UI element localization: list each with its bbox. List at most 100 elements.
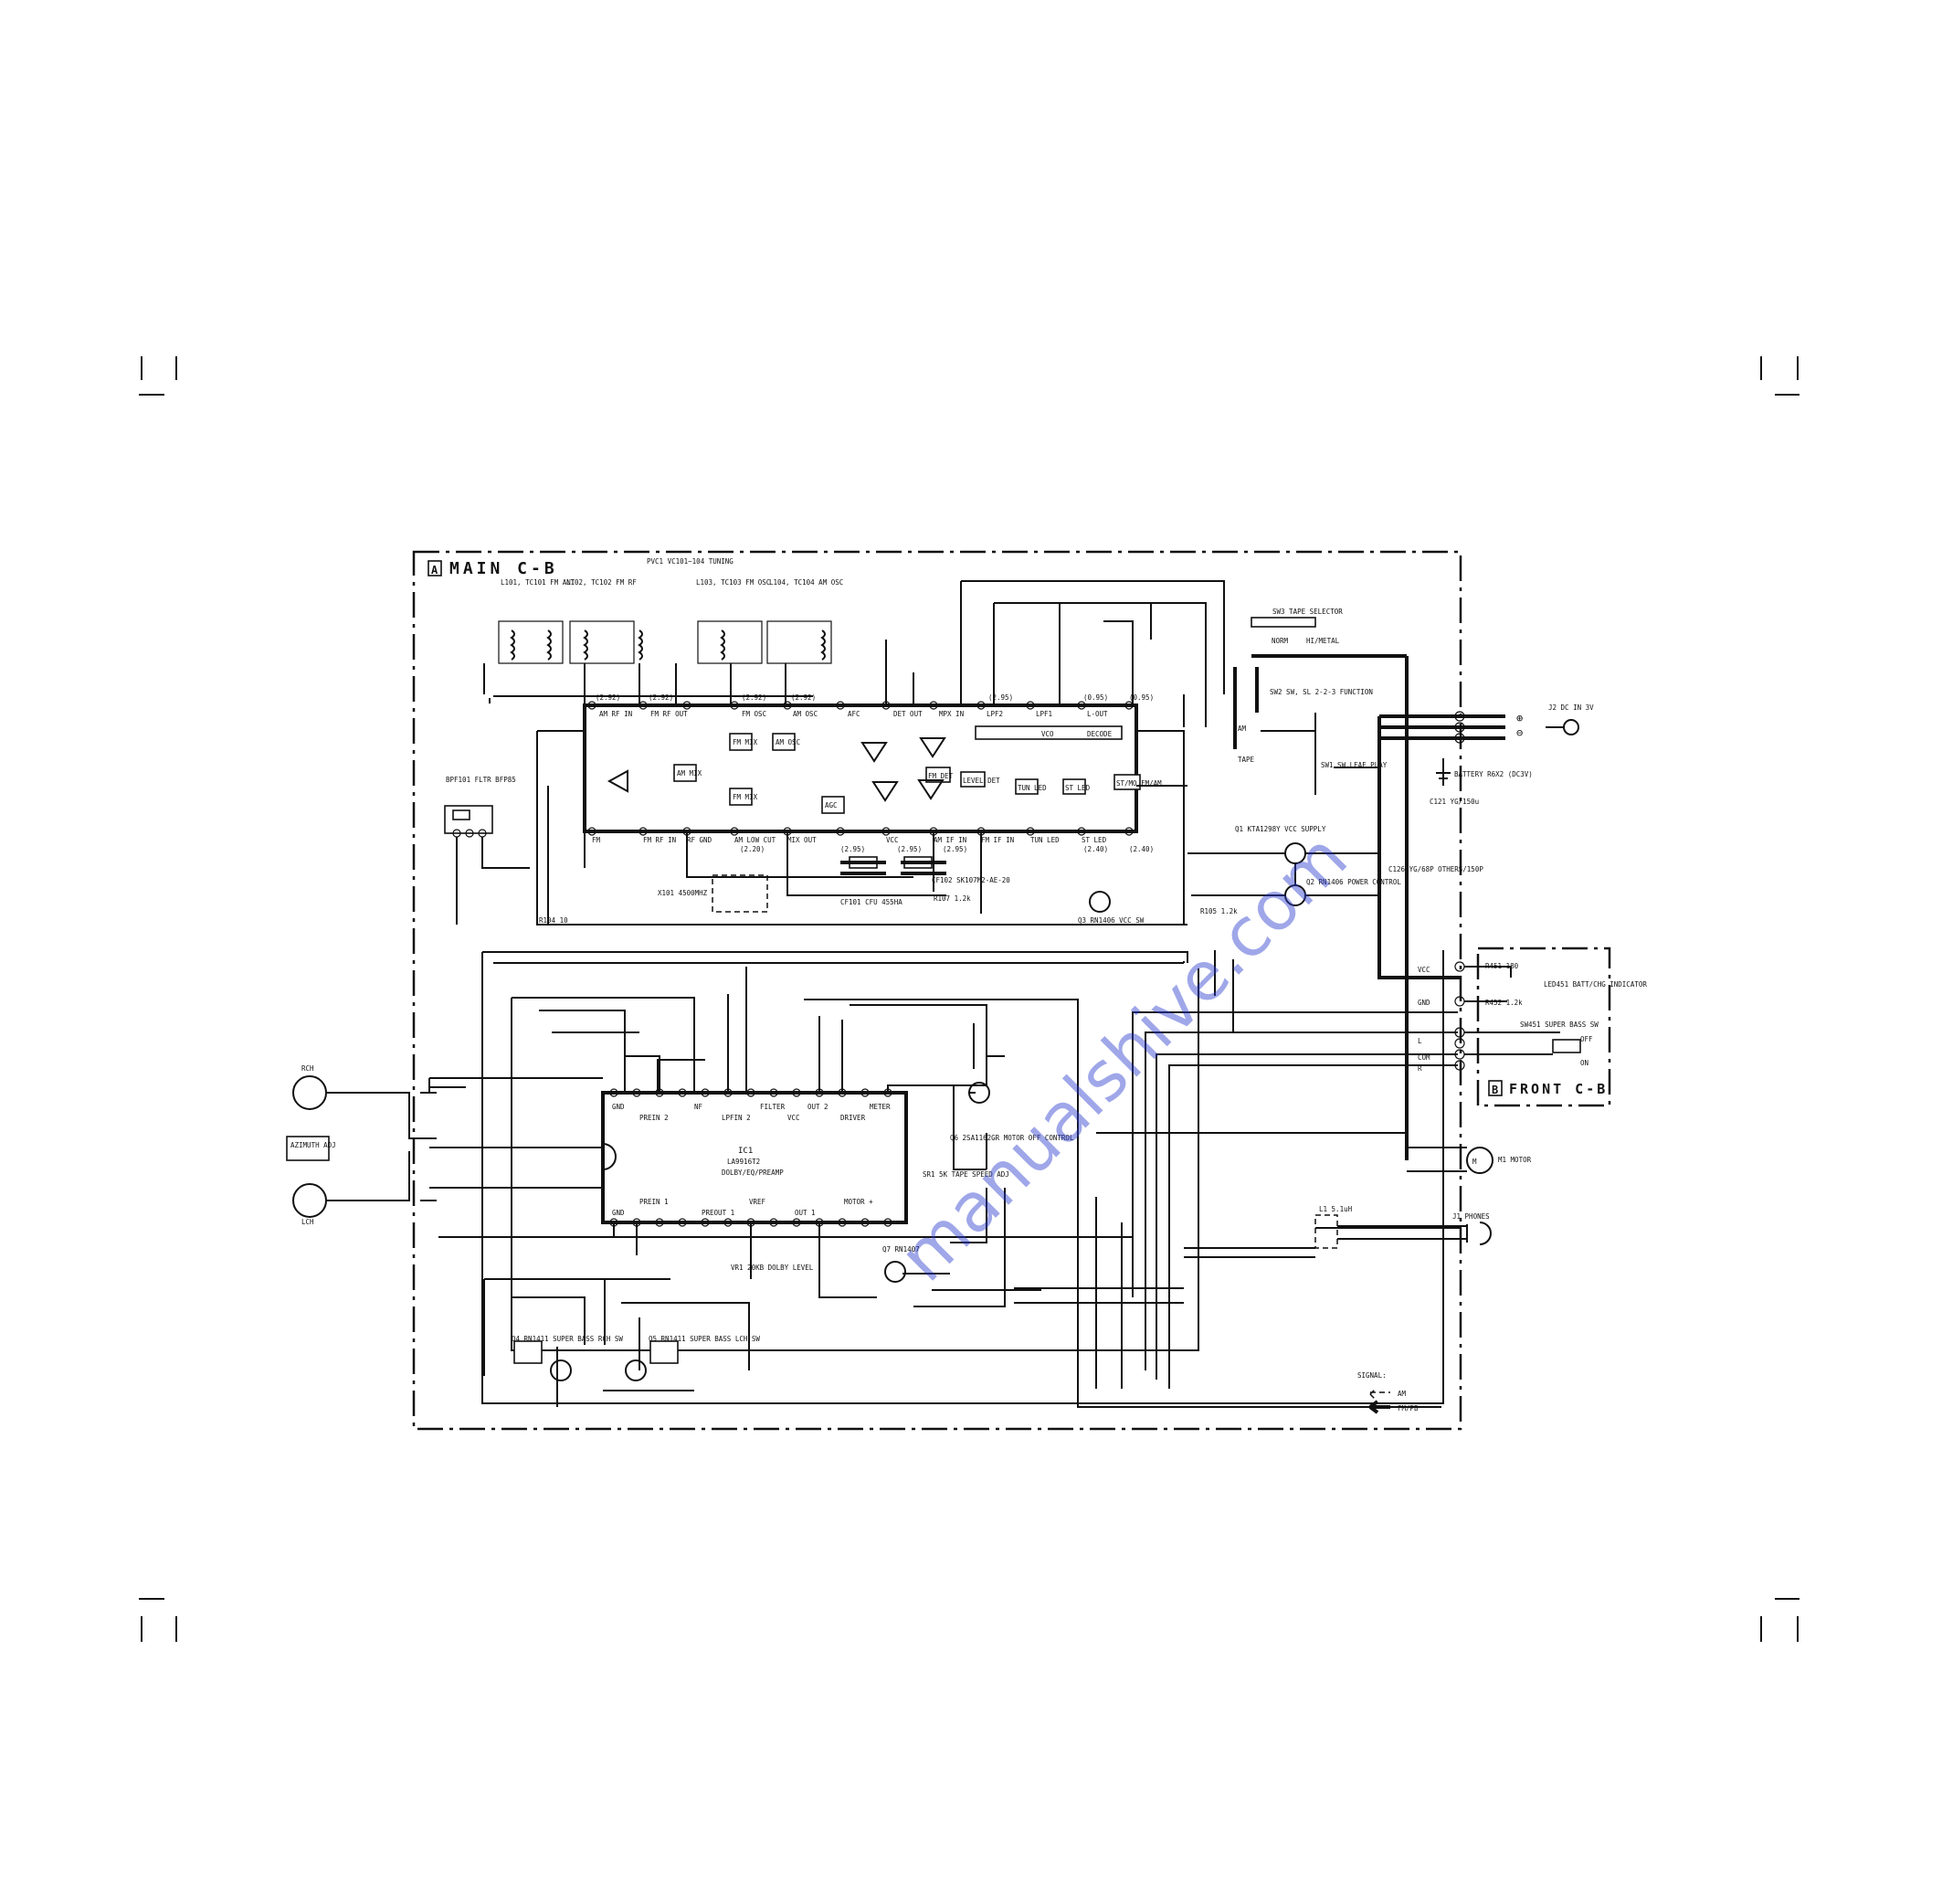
front-board-letter-box xyxy=(1488,1080,1503,1096)
ic101-volt-b2: (2.95) xyxy=(840,845,865,853)
blk-agc: AGC xyxy=(825,801,838,809)
ic101-pin-am-low-cut: AM LOW CUT xyxy=(734,836,776,844)
bpf101-label: BPF101 FLTR BFP85 xyxy=(446,776,516,784)
q4-label: Q4 RN1411 SUPER BASS RCH SW xyxy=(512,1335,623,1343)
x101-label: X101 4500MHZ xyxy=(658,889,708,897)
if-filters: CF101 CFU 455HA CF102 SK107M2-AE-20 X101… xyxy=(658,856,1010,913)
tuning-section: PVC1 VC101~104 TUNING L101, TC101 FM ANT… xyxy=(483,557,843,703)
front-pin-gnd: GND xyxy=(1418,999,1430,1007)
q3-label: Q3 RN1406 VCC SW xyxy=(1078,916,1145,925)
ic101-pin-fm: FM xyxy=(592,836,601,844)
blk-fm-mix-2: FM MIX xyxy=(733,793,758,801)
sw451-on: ON xyxy=(1580,1059,1588,1067)
ic1-amp-ic: IC1 LA9916T2 DOLBY/EQ/PREAMP GND PREIN 2… xyxy=(601,1088,908,1227)
main-board-frame xyxy=(412,550,1462,1431)
ic101-pin-st-led: ST LED xyxy=(1082,836,1107,844)
front-board-title: FRONT C-B xyxy=(1509,1081,1608,1097)
front-board-letter: B xyxy=(1492,1084,1498,1096)
ic101-pin-fm-if-in: FM IF IN xyxy=(981,836,1014,844)
ic101-pin-tun-led: TUN LED xyxy=(1030,836,1060,844)
azimuth-label: AZIMUTH ADJ xyxy=(290,1141,336,1149)
power-input: ⊕ ⊖ J2 DC IN 3V BATTERY R6X2 (DC3V) C121… xyxy=(1377,703,1594,979)
ic101-pin-fm-rf-out: FM RF OUT xyxy=(650,710,688,718)
blk-decode: DECODE xyxy=(1087,730,1113,738)
cf101-label: CF101 CFU 455HA xyxy=(840,898,902,906)
coil-label-3: L103, TC103 FM OSC xyxy=(696,578,770,587)
ic1-pin-top-6: LPFIN 2 xyxy=(722,1114,751,1122)
main-board-letter-box xyxy=(427,560,442,576)
ic101-volt-7: (0.95) xyxy=(1129,693,1154,702)
front-board-frame xyxy=(1476,947,1611,1107)
r451-label: R451 180 xyxy=(1485,962,1519,970)
sw1-label: SW1 SW,LEAF PLAY xyxy=(1321,761,1388,769)
r107-label: R107 1.2k xyxy=(934,894,971,903)
pvc-label: PVC1 VC101~104 TUNING xyxy=(647,557,734,566)
ic101-pin-mpx-in: MPX IN xyxy=(939,710,964,718)
front-board-contents: VCC GND L COM R R451 180 R452 1.2k LED45… xyxy=(1418,961,1647,1073)
ic1-pin-top-4: NF xyxy=(694,1103,703,1111)
r104-label: R104 10 xyxy=(539,916,568,925)
q1-label: Q1 KTA1298Y VCC SUPPLY xyxy=(1235,825,1326,833)
ic101-pin-l-out: L-OUT xyxy=(1087,710,1108,718)
j2-label: J2 DC IN 3V xyxy=(1548,703,1594,712)
sw3-pos-hi-metal: HI/METAL xyxy=(1306,637,1340,645)
blk-fm-mix: FM MIX xyxy=(733,738,758,746)
sr1-label: SR1 5K TAPE SPEED ADJ xyxy=(923,1170,1009,1179)
ic1-pin-top-12: DRIVER xyxy=(840,1114,866,1122)
main-board-title: MAIN C-B xyxy=(449,559,558,578)
sw3-label: SW3 TAPE SELECTOR xyxy=(1272,608,1343,616)
ic1-pin-bot-1: GND xyxy=(612,1209,625,1217)
legend-fm-pb: FM/PB xyxy=(1398,1404,1419,1412)
ic101-pin-rf-gnd: RF GND xyxy=(687,836,712,844)
q5-label: Q5 RN1411 SUPER BASS LCH SW xyxy=(649,1335,760,1343)
blk-fm-det: FM DET xyxy=(928,772,954,780)
ic1-pin-top-1: GND xyxy=(612,1103,625,1111)
legend-am: AM xyxy=(1398,1390,1407,1398)
ic101-volt-6: (0.95) xyxy=(1083,693,1108,702)
q7-label: Q7 RN1407 xyxy=(882,1245,920,1253)
watermark: manualshive.com xyxy=(884,819,1362,1296)
ic101-pin-det-out: DET OUT xyxy=(893,710,923,718)
cf102-label: CF102 SK107M2-AE-20 xyxy=(932,876,1010,884)
ic1-pin-bot-12: MOTOR + xyxy=(844,1198,873,1206)
l1-label: L1 5.1uH xyxy=(1319,1205,1353,1213)
ic1-pin-top-7: FILTER xyxy=(760,1103,786,1111)
m1-label: M1 MOTOR xyxy=(1498,1156,1532,1164)
ic101-volt-1: (2.92) xyxy=(596,693,620,702)
ic101-volt-b3: (2.95) xyxy=(897,845,922,853)
ic101-tuner-ic: AM RF IN FM RF OUT FM OSC AM OSC AFC DET… xyxy=(583,693,1162,853)
ic1-pin-top-13: METER xyxy=(870,1103,891,1111)
front-pin-com: COM xyxy=(1418,1053,1430,1062)
blk-st-led: ST LED xyxy=(1065,784,1091,792)
q2-label: Q2 RN1406 POWER CONTROL xyxy=(1306,878,1401,886)
ic101-pin-am-osc: AM OSC xyxy=(793,710,818,718)
ic1-part: LA9916T2 xyxy=(727,1158,760,1166)
ic101-pin-am-if-in: AM IF IN xyxy=(934,836,966,844)
phones-output: L1 5.1uH J1 PHONES xyxy=(1314,1205,1492,1249)
ic1-pin-top-8: VCC xyxy=(787,1114,800,1122)
coil-label-4: L104, TC104 AM OSC xyxy=(769,578,843,587)
q6-label: Q6 2SA1162GR MOTOR OFF CONTROL xyxy=(950,1134,1074,1142)
ic101-pin-am-rf-in: AM RF IN xyxy=(599,710,632,718)
main-board-letter: A xyxy=(431,564,438,576)
ic1-pin-top-2: PREIN 2 xyxy=(639,1114,669,1122)
ic1-pin-bot-8: VREF xyxy=(749,1198,766,1206)
sw3-pos-norm: NORM xyxy=(1272,637,1289,645)
front-pin-l: L xyxy=(1418,1037,1422,1045)
ic1-pin-bot-9: OUT 1 xyxy=(795,1209,816,1217)
sw451-off: OFF xyxy=(1580,1035,1593,1043)
ic101-volt-b1: (2.20) xyxy=(740,845,765,853)
ic101-pin-mix-out: MIX OUT xyxy=(787,836,817,844)
legend-title: SIGNAL: xyxy=(1357,1371,1387,1380)
blk-level-det: LEVEL DET xyxy=(963,777,1000,785)
ic101-pin-afc: AFC xyxy=(848,710,860,718)
ic101-volt-5: (2.95) xyxy=(988,693,1013,702)
power-transistors: Q1 KTA1298Y VCC SUPPLY Q2 RN1406 POWER C… xyxy=(1078,825,1483,925)
crop-marks xyxy=(139,356,1800,1642)
sw2-label: SW2 SW, SL 2-2-3 FUNCTION xyxy=(1270,688,1373,696)
blk-stmo: ST/MO FM/AM xyxy=(1116,779,1162,788)
ic1-function: DOLBY/EQ/PREAMP xyxy=(722,1169,784,1177)
battery-label: BATTERY R6X2 (DC3V) xyxy=(1454,770,1533,778)
blk-am-mix: AM MIX xyxy=(677,769,702,777)
ic1-pin-bot-2: PREIN 1 xyxy=(639,1198,669,1206)
